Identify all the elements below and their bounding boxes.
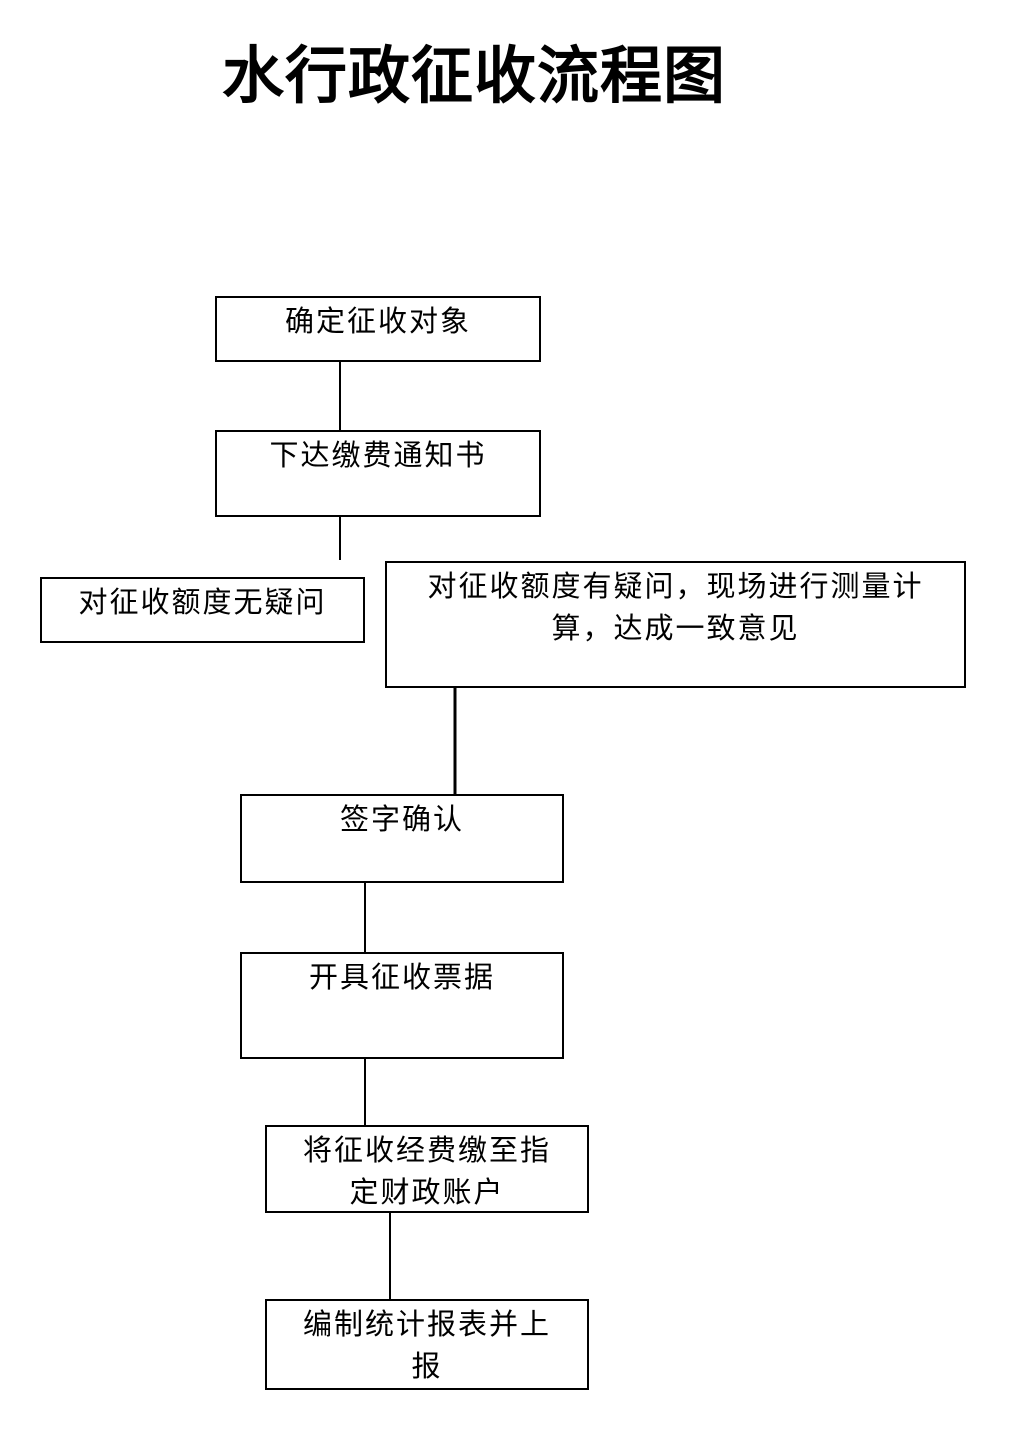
step-issue-notice: 下达缴费通知书 (215, 430, 541, 517)
branch-no-doubt: 对征收额度无疑问 (40, 577, 365, 643)
step-determine-target: 确定征收对象 (215, 296, 541, 362)
step-compile-report: 编制统计报表并上报 (265, 1299, 589, 1390)
branch-has-doubt: 对征收额度有疑问，现场进行测量计算，达成一致意见 (385, 561, 966, 688)
page-title: 水行政征收流程图 (222, 39, 727, 112)
step-pay-to-account: 将征收经费缴至指定财政账户 (265, 1125, 589, 1213)
step-issue-receipt: 开具征收票据 (240, 952, 564, 1059)
step-sign-confirm: 签字确认 (240, 794, 564, 883)
